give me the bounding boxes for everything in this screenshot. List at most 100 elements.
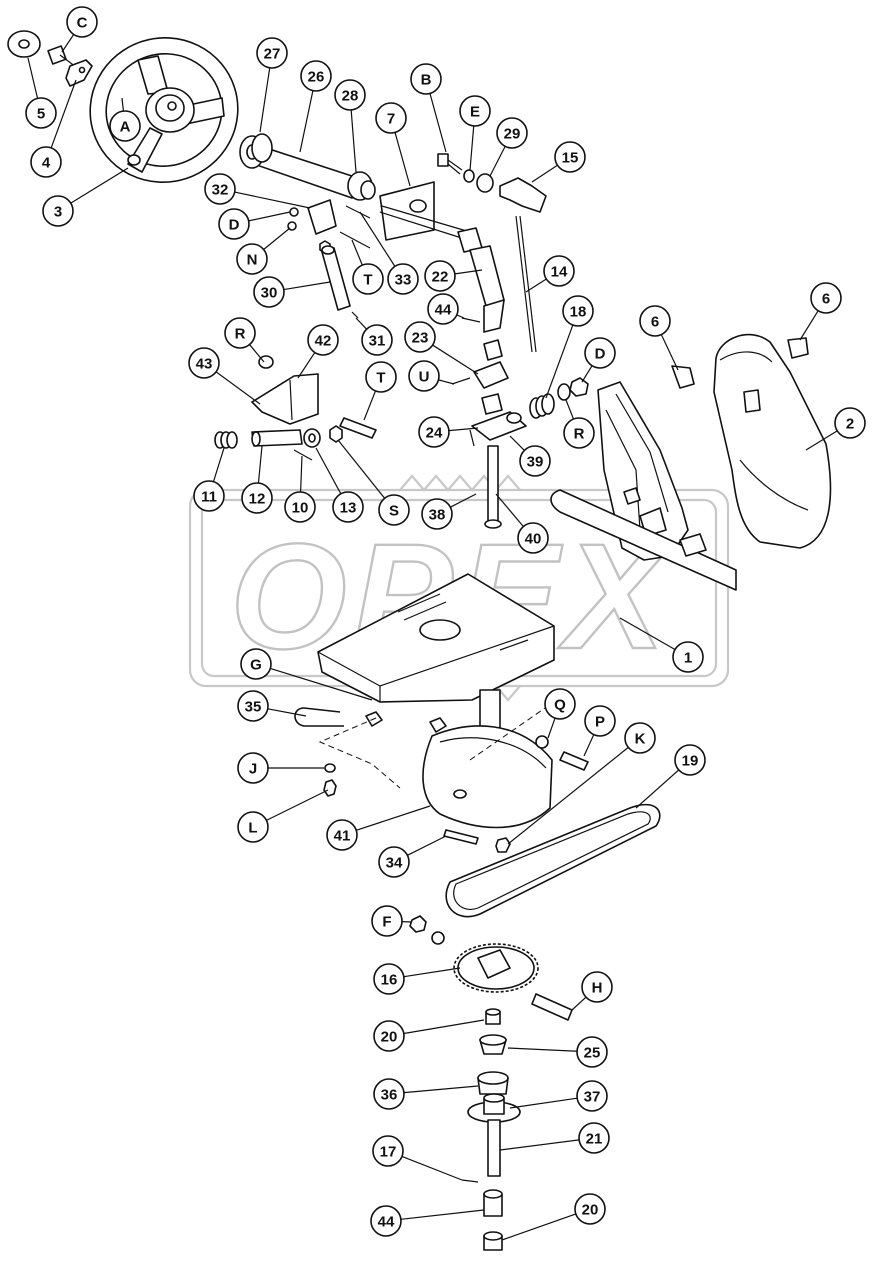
callout-18: 18 bbox=[562, 295, 594, 327]
steering-wheel-3 bbox=[89, 37, 239, 183]
callout-j: J bbox=[237, 752, 269, 784]
nut-D2 bbox=[569, 377, 589, 397]
leader-line-25 bbox=[507, 1047, 578, 1052]
callout-label: 20 bbox=[582, 1202, 599, 1219]
callout-26: 26 bbox=[300, 60, 332, 92]
callout-33: 33 bbox=[387, 263, 419, 295]
leader-line-39 bbox=[509, 435, 525, 451]
callout-circle bbox=[581, 971, 613, 1003]
callout-circle bbox=[370, 1205, 402, 1237]
u-joint-22 bbox=[457, 227, 505, 333]
callout-circle bbox=[410, 63, 442, 95]
callout-q: Q bbox=[544, 688, 576, 720]
callout-label: 32 bbox=[212, 182, 229, 199]
callout-circle bbox=[519, 445, 551, 477]
callout-circle bbox=[326, 819, 358, 851]
callout-circle bbox=[584, 337, 616, 369]
callout-label: 1 bbox=[684, 650, 692, 667]
callout-circle bbox=[624, 722, 656, 754]
bolt-P bbox=[559, 751, 589, 771]
leader-line-e bbox=[469, 125, 475, 171]
leader-line-a bbox=[121, 97, 124, 112]
callout-label: T bbox=[363, 272, 372, 289]
plug-6a bbox=[671, 365, 695, 389]
bolt-B bbox=[437, 153, 463, 175]
callout-label: 44 bbox=[435, 302, 452, 319]
callout-17: 17 bbox=[372, 1135, 404, 1167]
callout-36: 36 bbox=[373, 1078, 405, 1110]
callout-label: 28 bbox=[342, 88, 359, 105]
callout-31: 31 bbox=[361, 324, 393, 356]
leader-line-6 bbox=[660, 334, 679, 371]
callout-circle bbox=[332, 491, 364, 523]
callout-circle bbox=[672, 641, 704, 673]
callout-7: 7 bbox=[375, 102, 407, 134]
callout-label: N bbox=[247, 252, 258, 269]
parts bbox=[7, 30, 832, 1251]
leader-line-43 bbox=[215, 371, 261, 405]
leader-line-12 bbox=[257, 445, 263, 484]
pin-39 bbox=[469, 429, 475, 447]
callout-label: H bbox=[592, 980, 603, 997]
callout-15: 15 bbox=[554, 141, 586, 173]
callout-label: U bbox=[419, 369, 430, 386]
leader-line-g bbox=[270, 667, 373, 701]
callout-circle bbox=[352, 263, 384, 295]
leader-line-42 bbox=[297, 352, 316, 379]
leader-line-k bbox=[507, 746, 629, 845]
callout-label: 26 bbox=[308, 69, 325, 86]
callout-44: 44 bbox=[427, 293, 459, 325]
callout-35: 35 bbox=[237, 690, 269, 722]
leader-line-d bbox=[581, 365, 593, 383]
callout-circle bbox=[404, 321, 436, 353]
callout-circle bbox=[378, 846, 410, 878]
callout-circle bbox=[496, 117, 528, 149]
callout-circle bbox=[459, 95, 491, 127]
leader-line-u bbox=[438, 379, 455, 385]
callout-circle bbox=[256, 37, 288, 69]
callout-circle bbox=[578, 1122, 610, 1154]
callout-label: 24 bbox=[426, 425, 443, 442]
callout-label: 7 bbox=[387, 111, 395, 128]
leader-line-15 bbox=[531, 164, 558, 183]
leader-line-13 bbox=[315, 447, 342, 495]
washer-E bbox=[463, 169, 475, 183]
leader-line-40 bbox=[495, 493, 524, 527]
callout-label: A bbox=[120, 119, 131, 136]
leader-line-h bbox=[571, 996, 587, 1011]
callout-circle bbox=[284, 491, 316, 523]
callout-label: E bbox=[470, 104, 480, 121]
callout-32: 32 bbox=[204, 173, 236, 205]
callout-a: A bbox=[109, 110, 141, 142]
callout-37: 37 bbox=[576, 1080, 608, 1112]
callout-27: 27 bbox=[256, 37, 288, 69]
callout-circle bbox=[373, 963, 405, 995]
column-tube-26 bbox=[239, 133, 376, 201]
leader-line-5 bbox=[27, 57, 39, 99]
leader-line-31 bbox=[355, 317, 368, 330]
callout-label: 43 bbox=[196, 356, 213, 373]
leader-line-38 bbox=[450, 493, 477, 508]
callout-circle bbox=[544, 688, 576, 720]
leader-line-23 bbox=[432, 344, 479, 375]
leader-line-10 bbox=[299, 455, 303, 493]
leader-line-18 bbox=[545, 324, 574, 399]
callout-label: 34 bbox=[386, 855, 403, 872]
callout-circle bbox=[674, 744, 706, 776]
callout-circle bbox=[576, 1080, 608, 1112]
shroud-41 bbox=[422, 725, 553, 829]
callout-circle bbox=[427, 293, 459, 325]
leader-line-22 bbox=[454, 269, 483, 275]
callout-circle bbox=[300, 60, 332, 92]
bolt-T1 bbox=[339, 231, 371, 249]
callout-label: 18 bbox=[570, 304, 587, 321]
callout-label: 20 bbox=[381, 1029, 398, 1046]
callout-label: G bbox=[250, 657, 262, 674]
watermark-gear-top bbox=[399, 474, 521, 492]
callout-r: R bbox=[563, 417, 595, 449]
callout-circle bbox=[240, 648, 272, 680]
leader-line-20 bbox=[501, 1213, 577, 1241]
callout-label: 36 bbox=[381, 1087, 398, 1104]
callout-label: C bbox=[77, 15, 88, 32]
leader-line-37 bbox=[509, 1097, 578, 1109]
